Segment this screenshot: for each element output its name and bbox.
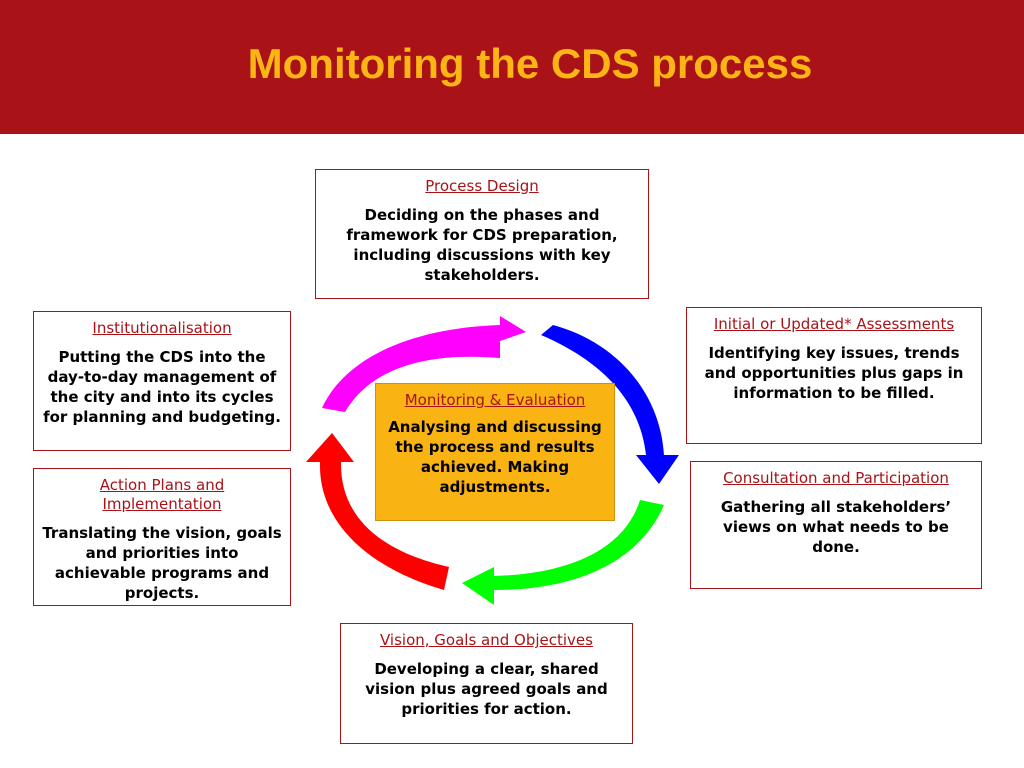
step-process-design: Process Design Deciding on the phases an… — [315, 169, 649, 299]
step-vision: Vision, Goals and Objectives Developing … — [340, 623, 633, 744]
step-heading: Institutionalisation — [92, 319, 232, 337]
step-institutionalisation: Institutionalisation Putting the CDS int… — [33, 311, 291, 451]
step-heading: Consultation and Participation — [723, 469, 949, 487]
step-heading: Action Plans and Implementation — [99, 476, 225, 513]
step-description: Developing a clear, shared vision plus a… — [365, 660, 608, 718]
center-description: Analysing and discussing the process and… — [388, 418, 602, 496]
cycle-arrow-blue — [541, 325, 679, 484]
step-description: Gathering all stakeholders’ views on wha… — [720, 498, 952, 556]
step-consultation: Consultation and Participation Gathering… — [690, 461, 982, 589]
cycle-arrow-red — [306, 433, 449, 590]
step-description: Identifying key issues, trends and oppor… — [704, 344, 964, 402]
step-heading: Process Design — [425, 177, 539, 195]
cycle-arrow-magenta — [322, 316, 526, 412]
slide-title: Monitoring the CDS process — [247, 40, 813, 87]
step-heading: Vision, Goals and Objectives — [380, 631, 593, 649]
cycle-arrow-green — [462, 500, 664, 605]
center-heading: Monitoring & Evaluation — [404, 391, 586, 409]
step-description: Putting the CDS into the day-to-day mana… — [43, 348, 281, 426]
step-heading: Initial or Updated* Assessments — [713, 315, 955, 333]
step-description: Deciding on the phases and framework for… — [346, 206, 618, 284]
step-description: Translating the vision, goals and priori… — [42, 524, 282, 602]
center-monitoring-evaluation: Monitoring & Evaluation Analysing and di… — [375, 383, 615, 521]
title-banner — [0, 0, 1024, 134]
step-action-plans: Action Plans and Implementation Translat… — [33, 468, 291, 606]
step-assessments: Initial or Updated* Assessments Identify… — [686, 307, 982, 444]
